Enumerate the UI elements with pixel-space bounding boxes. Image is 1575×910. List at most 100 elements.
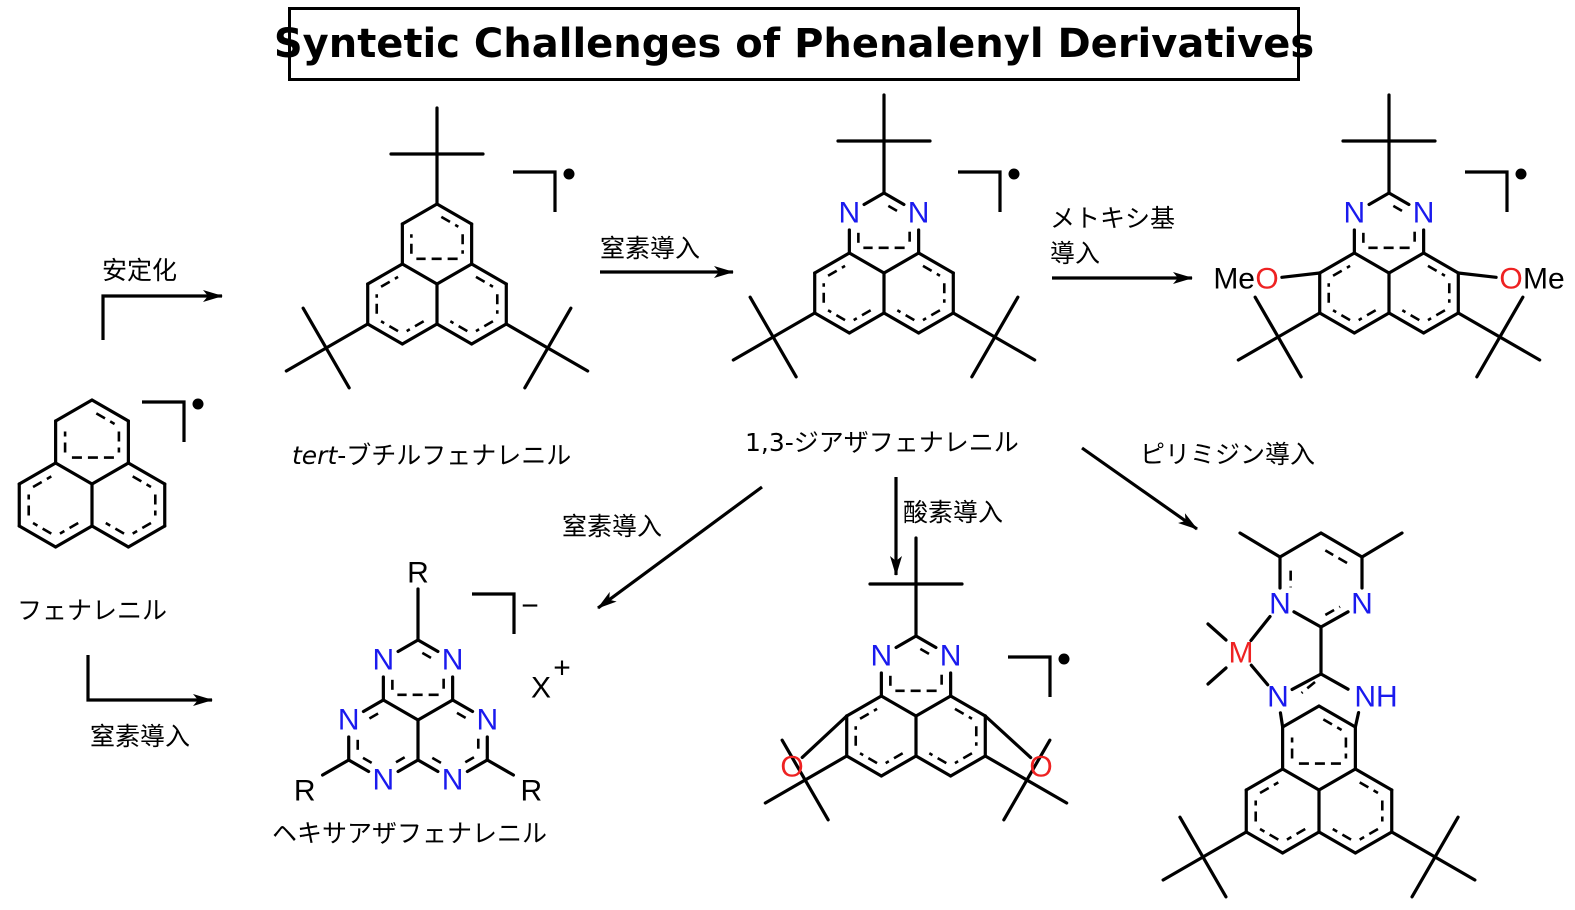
hexaaza-bond xyxy=(451,698,475,714)
tbu-phenalenyl-bond xyxy=(435,322,474,346)
tbu-phenalenyl-radical-dot xyxy=(563,168,575,180)
methoxy-bond xyxy=(1318,311,1356,335)
diaza-bond xyxy=(917,251,955,275)
diaza-bond xyxy=(847,251,886,275)
oxo-diazaphenalenyl-bracket xyxy=(1008,655,1052,697)
label-tbu-phenalenyl: tert-ブチルフェナレニル xyxy=(292,441,571,470)
tbu-phenalenyl-delocalized-bond xyxy=(406,320,425,333)
pyr-ring-bond xyxy=(1319,531,1364,559)
carbonyl-bond xyxy=(800,714,849,760)
methoxy-delocalized-bond xyxy=(1332,264,1351,277)
pyr-nh-group: NH xyxy=(1354,681,1397,714)
pyrimidine-core-bond xyxy=(1353,767,1394,792)
tbu-phenalenyl-delocalized-bond xyxy=(475,275,494,288)
pyr-bond xyxy=(1353,711,1361,729)
hexaazaphenalenyl-bracket xyxy=(472,592,516,634)
stabilize-arrow xyxy=(101,290,223,340)
diaza-bond xyxy=(813,251,851,275)
diaza-nitrogen: N xyxy=(908,197,930,230)
pyrimidine-core-delocalized-bond xyxy=(1359,827,1379,841)
hexaaza-bond xyxy=(347,758,371,774)
tbu-phenalenyl-bond xyxy=(470,322,508,346)
tbu-phenalenyl-delocalized-bond xyxy=(440,215,459,228)
hexaaza-r-group: R xyxy=(294,775,316,808)
hexaaza-bond xyxy=(381,698,420,722)
diaza-bond xyxy=(847,311,886,335)
methoxy-bond xyxy=(1318,251,1356,275)
diaza-delocalized-bond xyxy=(827,309,846,322)
hexaaza-r-group: R xyxy=(407,557,429,590)
carbonyl-oxygen: O xyxy=(780,751,803,784)
tbu-phenalenyl-bond xyxy=(435,202,474,226)
phenalenyl-delocalized-bond xyxy=(32,521,52,535)
hexaaza-nitrogen: N xyxy=(373,764,395,797)
oxo-bond xyxy=(914,634,938,650)
oxo-delocalized-bond xyxy=(859,752,878,765)
label-hexaazaphenalenyl: ヘキサアザフェナレニル xyxy=(272,819,547,848)
hexaaza-bond xyxy=(361,698,385,714)
phenalenyl-radical-dot xyxy=(192,398,204,410)
label-methoxy-2: 導入 xyxy=(1050,239,1100,268)
counterion-x: X xyxy=(531,672,551,705)
tbu-phenalenyl-bond xyxy=(366,322,404,346)
tbu-phenalenyl-bracket xyxy=(513,170,557,212)
label-oxygen: 酸素導入 xyxy=(903,498,1003,527)
tbu-phenalenyl-bond xyxy=(400,262,439,286)
methoxy-bond xyxy=(1422,251,1460,275)
label-pyrimidine: ピリミジン導入 xyxy=(1140,440,1315,469)
oxo-nitrogen: N xyxy=(871,640,893,673)
tbu-phenalenyl-bond xyxy=(400,322,439,346)
oxo-bond xyxy=(949,694,987,718)
hexaaza-r-bond xyxy=(320,758,351,777)
metal-coordination-bond xyxy=(1249,614,1272,643)
oxo-bond xyxy=(879,754,918,778)
diazaphenalenyl-bracket xyxy=(958,170,1002,212)
diaza-nitrogen: N xyxy=(839,197,861,230)
carbonyl-bond xyxy=(983,714,1033,760)
methoxy-delocalized-bond xyxy=(1427,264,1446,277)
methoxy-o-bond xyxy=(1280,271,1322,279)
metal-ligand-bond xyxy=(1206,622,1228,642)
methoxy-bond xyxy=(1422,311,1460,335)
pyr-ring-nitrogen: N xyxy=(1269,588,1291,621)
hexaaza-delocalized-bond xyxy=(456,711,468,720)
diaza-delocalized-bond xyxy=(922,309,941,322)
hexaaza-bond xyxy=(396,638,420,654)
phenalenyl-bond xyxy=(54,524,94,549)
oxo-delocalized-bond xyxy=(859,707,878,720)
molecule-diazaphenalenyl: NN xyxy=(731,93,1037,379)
label-nitrogen-top: 窒素導入 xyxy=(600,234,700,263)
oxo-delocalized-bond xyxy=(954,752,973,765)
hexaazaphenalenyl-anion-sign: − xyxy=(521,590,539,623)
diazaphenalenyl-radical-dot xyxy=(1008,168,1020,180)
methoxy-nitrogen: N xyxy=(1413,197,1435,230)
pyr-ring-delocalized xyxy=(1324,549,1348,565)
oxo-delocalized-bond xyxy=(919,647,931,656)
hexaaza-delocalized-bond xyxy=(463,756,475,764)
pyr-bond xyxy=(1290,672,1323,692)
pyrimidine-core-bond xyxy=(1281,704,1321,729)
oxo-bond xyxy=(845,694,883,718)
pyrimidine-core-bond xyxy=(1244,830,1285,855)
pyrimidine-core-bond xyxy=(1317,704,1357,729)
phenalenyl-delocalized-bond xyxy=(132,475,152,489)
hexaaza-bond xyxy=(396,758,420,774)
label-methoxy-1: メトキシ基 xyxy=(1050,204,1175,233)
methoxy-delocalized-bond xyxy=(1358,309,1377,322)
pyr-ring-bond xyxy=(1278,531,1323,559)
oxo-tbu-right-bond xyxy=(1002,738,1052,822)
hexaaza-bond xyxy=(416,698,455,722)
pyr-tbu-left-bond xyxy=(1178,815,1228,899)
oxo-bond xyxy=(914,754,953,778)
pyrimidine-core-bond xyxy=(1317,830,1357,855)
methoxy-delocalized-bond xyxy=(1392,204,1404,213)
tbu-right-bond xyxy=(523,306,573,390)
hexaaza-delocalized-bond xyxy=(394,756,406,764)
diaza-delocalized-bond xyxy=(827,264,846,277)
pyr-ring-delocalized xyxy=(1324,605,1341,617)
hexaaza-nitrogen: N xyxy=(442,764,464,797)
methoxy-tbu-left-bond xyxy=(1253,295,1303,379)
pyr-ring-bond xyxy=(1319,610,1350,629)
